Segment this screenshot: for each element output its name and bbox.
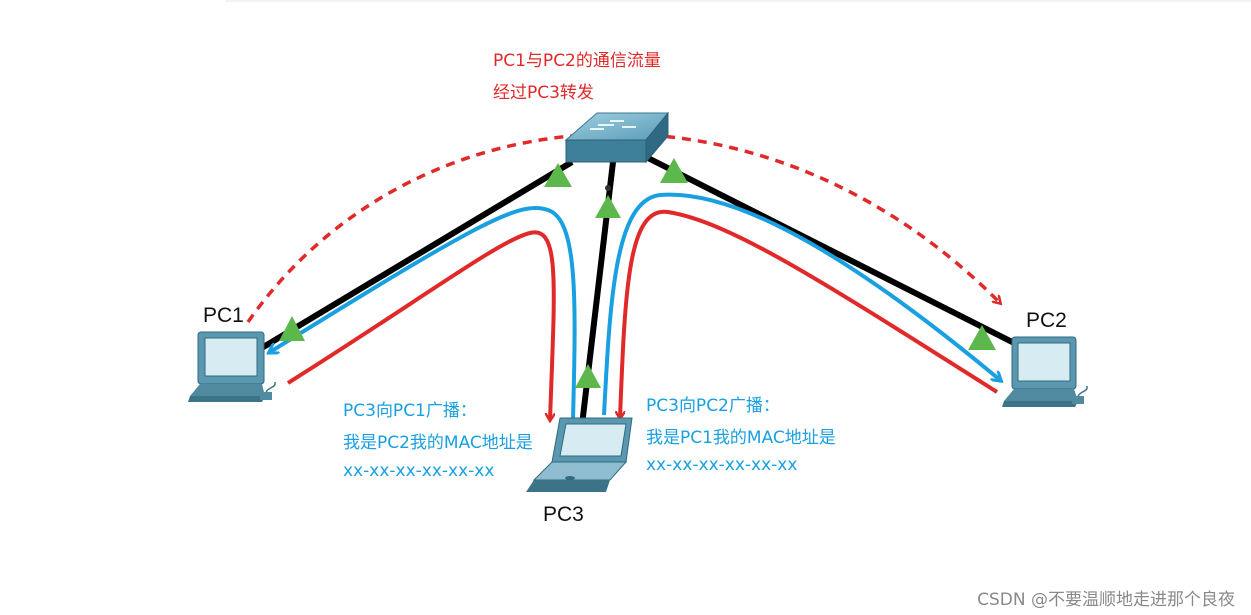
pc3-laptop-icon (526, 417, 633, 492)
port-up-indicator (660, 158, 688, 183)
pc2-label: PC2 (1026, 309, 1067, 332)
port-up-indicator (544, 163, 572, 187)
pc1-to-pc3-red-arrow (286, 230, 556, 420)
pc3-to-pc2-note-line1: PC3向PC2广播： (646, 396, 780, 416)
pc3-to-pc1-note-line1: PC3向PC1广播： (343, 401, 477, 421)
link-switch-pc1 (253, 159, 574, 355)
pc3-label: PC3 (543, 503, 584, 526)
pc3-to-pc1-blue-arrow (270, 205, 577, 421)
port-up-indicator (968, 325, 996, 350)
switch-icon (564, 111, 670, 191)
pc1-computer-icon (188, 331, 276, 402)
port-up-indicator (279, 316, 305, 341)
pc3-to-pc1-note-line2: 我是PC2我的MAC地址是 (343, 433, 533, 453)
pc3-to-pc1-note-line3: xx-xx-xx-xx-xx-xx (343, 461, 495, 481)
pc3-to-pc2-note-line2: 我是PC1我的MAC地址是 (646, 428, 836, 448)
pc2-computer-icon (1002, 336, 1088, 407)
csdn-watermark: CSDN @不要温顺地走进那个良夜 (977, 590, 1235, 610)
pc2-to-pc3-red-arrow (620, 209, 999, 418)
link-switch-pc2 (646, 155, 1020, 348)
pc3-to-pc2-blue-arrow (602, 192, 1000, 416)
traffic-note-line2: 经过PC3转发 (493, 83, 594, 103)
pc1-label: PC1 (203, 304, 244, 327)
port-up-indicator (575, 364, 601, 388)
pc3-to-pc2-note-line3: xx-xx-xx-xx-xx-xx (646, 455, 798, 475)
traffic-note-line1: PC1与PC2的通信流量 (493, 51, 661, 71)
port-up-indicator (595, 195, 621, 218)
top-border (225, 0, 1251, 2)
